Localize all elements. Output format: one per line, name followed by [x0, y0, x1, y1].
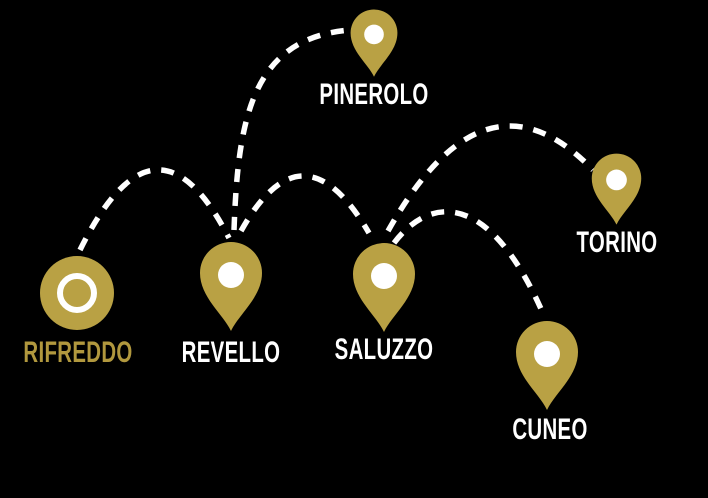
route-arc-revello-saluzzo	[238, 173, 372, 235]
city-label-rifreddo: RIFREDDO	[23, 336, 133, 369]
circle-marker-icon-rifreddo	[40, 256, 114, 330]
route-arc-saluzzo-torino	[385, 123, 595, 233]
city-label-saluzzo: SALUZZO	[334, 333, 434, 366]
route-arc-revello-pinerolo	[231, 27, 351, 231]
pin-icon-cuneo	[516, 321, 578, 410]
city-label-cuneo: CUNEO	[512, 413, 588, 446]
city-label-torino: TORINO	[576, 226, 658, 259]
pin-icon-torino	[591, 153, 642, 225]
pin-icon-saluzzo	[353, 243, 415, 332]
route-arc-saluzzo-cuneo	[391, 209, 548, 320]
city-label-pinerolo: PINEROLO	[319, 78, 429, 111]
city-label-revello: REVELLO	[181, 336, 281, 369]
route-arc-rifreddo-revello	[77, 167, 232, 252]
pin-icon-pinerolo	[350, 9, 398, 77]
pin-icon-revello	[200, 242, 262, 331]
